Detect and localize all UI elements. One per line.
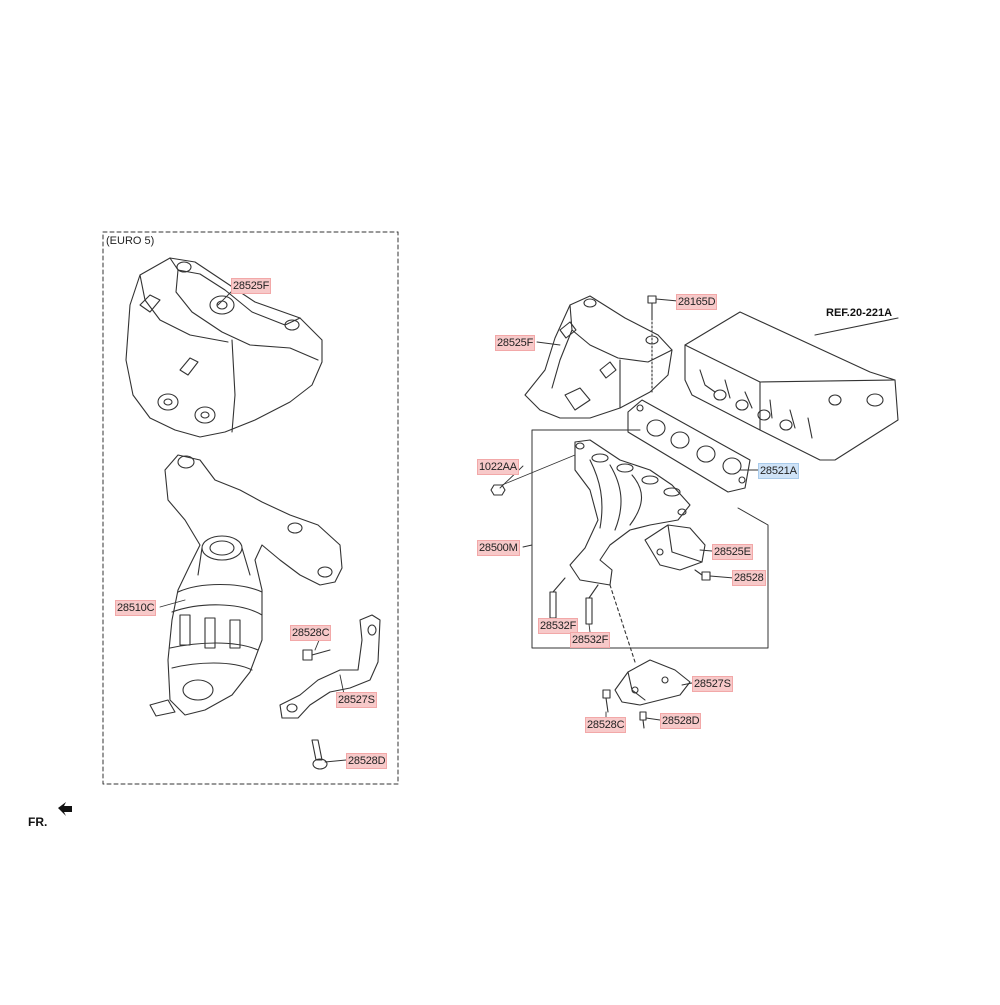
- part-label-euro-bolt-c[interactable]: 28528C: [290, 625, 332, 641]
- main-heat-protector-part: [524, 295, 673, 419]
- main-stay-part: [609, 584, 691, 706]
- euro-catalytic-converter-part: [149, 454, 343, 717]
- main-nut-part: [490, 454, 576, 496]
- cylinder-head-part: [684, 311, 899, 461]
- euro5-dashed-frame: [102, 231, 399, 785]
- main-bolt-top-part: [647, 295, 657, 393]
- part-label-main-stud-2[interactable]: 28532F: [570, 632, 611, 648]
- part-label-euro-catalytic-converter[interactable]: 28510C: [115, 600, 157, 616]
- part-label-main-stud-1[interactable]: 28532F: [538, 618, 579, 634]
- main-bolt-d-part: [639, 711, 647, 729]
- part-label-main-bolt-d[interactable]: 28528D: [660, 713, 702, 729]
- main-heat-protector-e-part: [644, 524, 706, 571]
- part-label-main-manifold[interactable]: 28500M: [477, 540, 520, 556]
- euro-bolt-d-part: [311, 739, 328, 770]
- main-manifold-frame: [531, 429, 769, 649]
- main-manifold-part: [569, 439, 691, 586]
- main-bolt-part: [694, 569, 711, 581]
- front-arrow-icon: [58, 802, 72, 816]
- euro-stay-part: [279, 614, 381, 719]
- part-label-euro-heat-protector[interactable]: 28525F: [231, 278, 272, 294]
- main-bolt-c-part: [602, 689, 611, 713]
- part-label-main-gasket[interactable]: 28521A: [758, 463, 799, 479]
- main-gasket-part: [627, 399, 751, 493]
- euro-bolt-c-part: [302, 649, 331, 661]
- front-indicator-label: FR.: [28, 815, 48, 829]
- part-label-main-bolt[interactable]: 28528: [732, 570, 766, 586]
- euro-heat-protector-part: [125, 257, 323, 438]
- reference-label[interactable]: REF.20-221A: [826, 307, 893, 319]
- part-label-main-heat-protector-e[interactable]: 28525E: [712, 544, 753, 560]
- part-label-main-stay[interactable]: 28527S: [692, 676, 733, 692]
- part-label-euro-bolt-d[interactable]: 28528D: [346, 753, 388, 769]
- euro5-variant-label: (EURO 5): [106, 235, 155, 247]
- reference-leader: [814, 317, 899, 336]
- part-label-main-heat-protector[interactable]: 28525F: [495, 335, 536, 351]
- part-label-main-bolt-top[interactable]: 28165D: [676, 294, 718, 310]
- part-label-euro-stay[interactable]: 28527S: [336, 692, 377, 708]
- part-label-main-nut[interactable]: 1022AA: [477, 459, 519, 475]
- part-label-main-bolt-c[interactable]: 28528C: [585, 717, 627, 733]
- leader-lines: [159, 290, 761, 763]
